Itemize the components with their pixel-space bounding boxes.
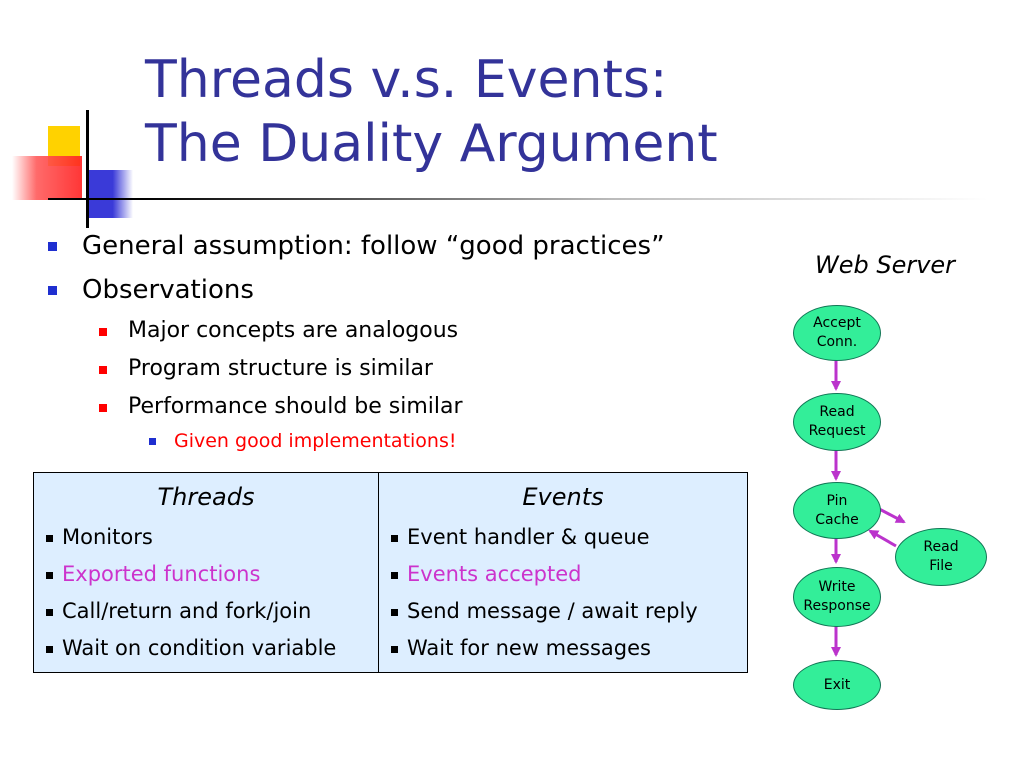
node-write-response: Write Response [793, 567, 881, 627]
sub-bullet-concepts: Major concepts are analogous [44, 312, 665, 350]
bullet-text: Performance should be similar [128, 394, 463, 419]
bullet-square-icon [391, 572, 398, 579]
bullet-general-assumption: General assumption: follow “good practic… [44, 224, 665, 268]
bullet-square-icon [149, 438, 156, 445]
title-divider [48, 198, 988, 200]
list-item-text: Event handler & queue [407, 525, 650, 549]
sub-sub-bullet-implementations: Given good implementations! [44, 426, 665, 456]
bullet-list: General assumption: follow “good practic… [44, 224, 665, 456]
bullet-square-icon [48, 286, 57, 295]
edge-read-file-to-pin-cache [868, 529, 897, 548]
bullet-square-icon [48, 242, 57, 251]
logo-blue-square [88, 170, 133, 218]
list-item-text: Events accepted [407, 562, 582, 586]
list-item-text: Send message / await reply [407, 599, 698, 623]
comparison-table: Threads Monitors Exported functions Call… [33, 472, 748, 673]
bullet-square-icon [99, 328, 107, 336]
bullet-square-icon [391, 646, 398, 653]
bullet-text: Major concepts are analogous [128, 318, 459, 343]
list-item: Call/return and fork/join [44, 593, 378, 630]
node-label: Read File [923, 539, 959, 574]
node-label: Accept Conn. [813, 315, 861, 350]
node-label: Pin Cache [815, 492, 859, 528]
slide-title-line-1: Threads v.s. Events: [145, 50, 668, 110]
bullet-text: General assumption: follow “good practic… [82, 231, 665, 261]
list-item: Wait on condition variable [44, 630, 378, 667]
sub-bullet-structure: Program structure is similar [44, 350, 665, 388]
node-label: Write Response [803, 579, 871, 614]
node-exit: Exit [793, 660, 881, 710]
bullet-square-icon [46, 609, 53, 616]
node-label: Read Request [808, 404, 866, 439]
node-label: Exit [823, 676, 851, 693]
events-column: Events Event handler & queue Events acce… [378, 472, 748, 673]
node-pin-cache: Pin Cache [793, 482, 881, 539]
bullet-text: Observations [82, 275, 254, 305]
bullet-square-icon [391, 609, 398, 616]
bullet-square-icon [99, 404, 107, 412]
bullet-square-icon [46, 572, 53, 579]
web-server-diagram: Web Server Accept Conn. Read Request Pin… [760, 240, 1010, 720]
threads-list: Monitors Exported functions Call/return … [34, 519, 378, 667]
list-item: Monitors [44, 519, 378, 556]
logo-red-square [12, 156, 82, 200]
list-item: Send message / await reply [389, 593, 747, 630]
diagram-edges [831, 359, 906, 657]
bullet-square-icon [46, 646, 53, 653]
list-item-text: Wait on condition variable [62, 636, 337, 660]
bullet-square-icon [99, 366, 107, 374]
bullet-square-icon [46, 535, 53, 542]
list-item-text: Exported functions [62, 562, 261, 586]
bullet-square-icon [391, 535, 398, 542]
list-item: Wait for new messages [389, 630, 747, 667]
list-item: Events accepted [389, 556, 747, 593]
node-read-request: Read Request [793, 393, 881, 451]
list-item-text: Wait for new messages [407, 636, 651, 660]
bullet-text: Program structure is similar [128, 356, 433, 381]
events-header: Events [522, 483, 604, 511]
threads-column: Threads Monitors Exported functions Call… [33, 472, 379, 673]
logo-vertical-line [86, 110, 89, 228]
node-accept-conn: Accept Conn. [793, 305, 881, 361]
list-item-text: Monitors [62, 525, 153, 549]
bullet-observations: Observations [44, 268, 665, 312]
events-list: Event handler & queue Events accepted Se… [379, 519, 747, 667]
slide-title-line-2: The Duality Argument [145, 114, 718, 174]
list-item-text: Call/return and fork/join [62, 599, 312, 623]
list-item: Event handler & queue [389, 519, 747, 556]
node-read-file: Read File [895, 528, 987, 586]
list-item: Exported functions [44, 556, 378, 593]
diagram-title: Web Server [814, 251, 956, 279]
slide-title: Threads v.s. Events: The Duality Argumen… [145, 48, 718, 176]
sub-bullet-performance: Performance should be similar [44, 388, 665, 426]
threads-header: Threads [157, 483, 255, 511]
bullet-text: Given good implementations! [174, 430, 457, 452]
